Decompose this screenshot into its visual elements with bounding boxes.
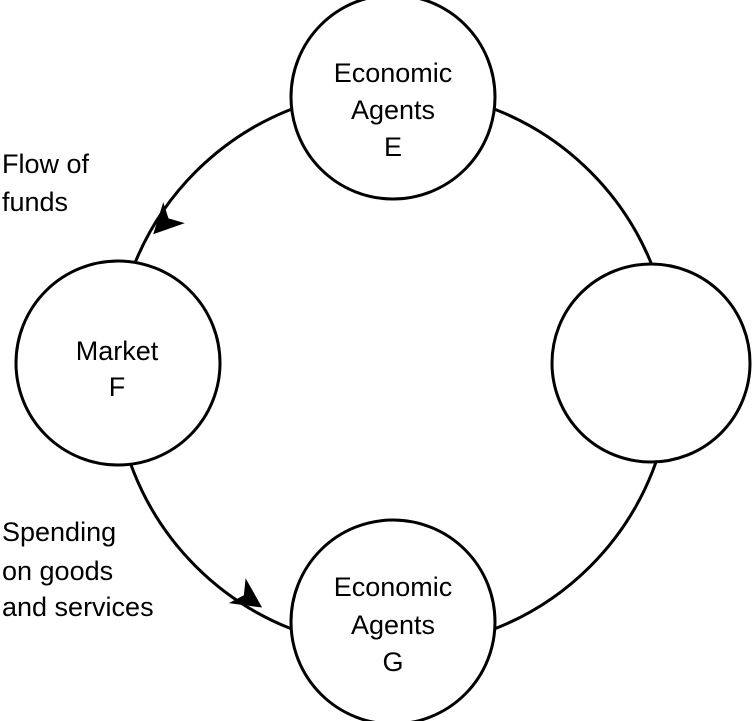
node-bottom-label-line3: G: [382, 647, 403, 677]
node-top-label-line3: E: [384, 132, 402, 162]
node-right-circle: [550, 262, 752, 464]
node-top-label-line1: Economic: [334, 58, 453, 88]
node-left-circle: [14, 259, 222, 467]
flow-label-funds-line1: Flow of: [2, 149, 90, 179]
flow-label-spending-line1: Spending: [2, 517, 116, 547]
flow-label-spending-line3: and services: [2, 592, 154, 622]
node-left-label-line1: Market: [76, 336, 159, 366]
node-top-circle: [289, 0, 497, 201]
node-bottom-label-line2: Agents: [351, 610, 435, 640]
arrow-flow-of-funds: [153, 202, 185, 235]
node-bottom-label-line1: Economic: [334, 572, 453, 602]
arrow-spending: [228, 578, 263, 608]
flow-label-spending-line2: on goods: [2, 556, 113, 586]
flow-label-funds-line2: funds: [2, 187, 68, 217]
node-bottom-circle: [289, 518, 497, 721]
node-top-label-line2: Agents: [351, 95, 435, 125]
node-left-label-line2: F: [109, 372, 126, 402]
